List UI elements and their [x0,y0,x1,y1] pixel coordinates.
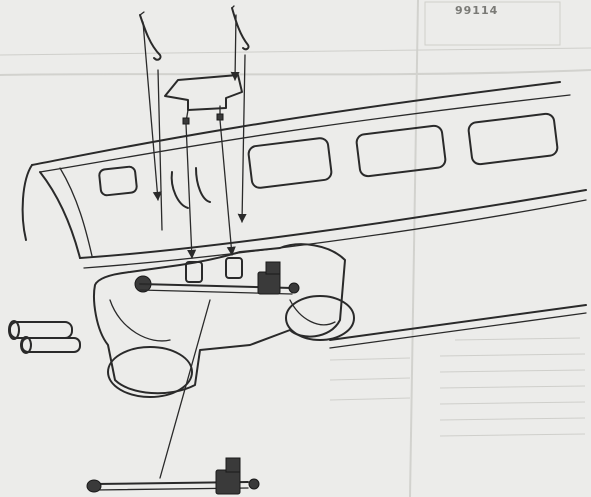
bogie [8,243,355,398]
part-number-label: 99114 [455,4,499,17]
railcar-body [21,81,587,349]
window-row [98,112,559,209]
current-collector-shoe-loose [86,457,260,495]
assembly-arrows [142,14,247,479]
current-collector-shoe-mounted [139,261,300,295]
pantograph-pickup-right [231,5,250,51]
buffers [8,320,81,354]
pantograph-pickup-left [139,11,162,61]
faded-text-block [329,337,586,437]
pickup-bracket [164,74,243,125]
